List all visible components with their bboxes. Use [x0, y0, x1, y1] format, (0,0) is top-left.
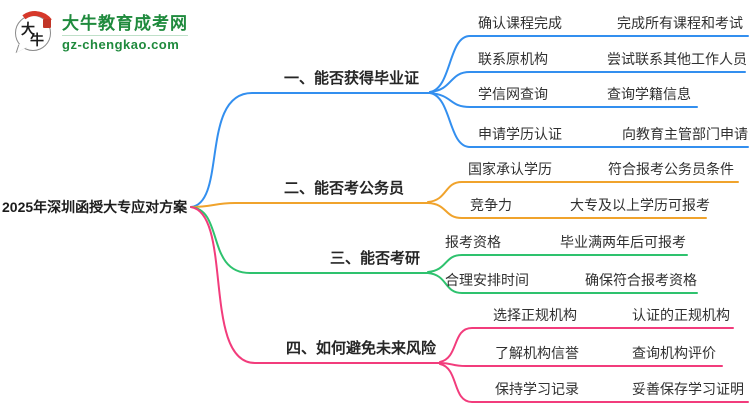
site-logo[interactable]: 大 牛 大牛教育成考网 gz-chengkao.com	[11, 8, 188, 56]
bran3-child2-line	[427, 272, 698, 294]
branch1-child3-line	[429, 92, 698, 108]
leaf-label: 学信网查询	[478, 86, 548, 102]
leaf-value: 认证的正规机构	[632, 307, 730, 323]
leaf-label: 竞争力	[470, 197, 512, 213]
leaf-label: 国家承认学历	[468, 161, 552, 177]
leaf-label: 合理安排时间	[445, 272, 529, 288]
root-node: 2025年深圳函授大专应对方案	[2, 199, 188, 215]
leaf-value: 毕业满两年后可报考	[560, 234, 686, 250]
leaf-value: 向教育主管部门申请	[622, 126, 748, 142]
logo-circle-icon	[15, 15, 51, 51]
logo-char-bottom: 牛	[30, 32, 44, 48]
branch4-label: 四、如何避免未来风险	[286, 340, 437, 357]
logo-char-top: 大	[21, 21, 35, 37]
branch1-child4-line	[429, 92, 749, 148]
branch2-child1-line	[427, 181, 739, 203]
leaf-label: 了解机构信誉	[495, 345, 579, 361]
leaf-value: 妥善保存学习证明	[632, 381, 744, 397]
logo-title: 大牛教育成考网	[62, 14, 188, 36]
branch4-child2-line	[439, 362, 723, 367]
leaf-value: 大专及以上学历可报考	[570, 197, 710, 213]
logo-seal-icon	[43, 19, 51, 28]
leaf-value: 尝试联系其他工作人员	[607, 51, 747, 67]
leaf-label: 保持学习记录	[495, 381, 579, 397]
leaf-label: 选择正规机构	[493, 307, 577, 323]
leaf-value: 查询机构评价	[632, 345, 716, 361]
branch4-child1-line	[439, 327, 734, 363]
leaf-value: 符合报考公务员条件	[608, 161, 734, 177]
logo-domain: gz-chengkao.com	[62, 36, 180, 52]
branch2-label: 二、能否考公务员	[284, 180, 405, 197]
logo-bubble-tail	[16, 43, 29, 56]
logo-bubble-icon: 大 牛	[11, 8, 59, 56]
logo-text: 大牛教育成考网 gz-chengkao.com	[62, 14, 188, 53]
branch4-child3-line	[439, 363, 749, 403]
branch3-label: 三、能否考研	[330, 250, 421, 267]
leaf-label: 联系原机构	[478, 51, 548, 67]
branch2-child2-line	[427, 202, 707, 219]
branch1-label: 一、能否获得毕业证	[284, 70, 420, 87]
branch1-child1-line	[429, 35, 749, 93]
branch3-main-line	[190, 206, 429, 274]
branch2-main-line	[190, 202, 429, 208]
branch1-child2-line	[429, 71, 746, 93]
leaf-value: 查询学籍信息	[607, 86, 691, 102]
leaf-value: 确保符合报考资格	[585, 272, 697, 288]
branch4-main-line	[190, 206, 441, 364]
leaf-label: 申请学历认证	[478, 126, 562, 142]
branch1-main-line	[190, 92, 431, 208]
leaf-label: 确认课程完成	[478, 15, 562, 31]
branch3-child1-line	[427, 254, 688, 273]
leaf-value: 完成所有课程和考试	[617, 15, 743, 31]
leaf-label: 报考资格	[445, 234, 501, 250]
